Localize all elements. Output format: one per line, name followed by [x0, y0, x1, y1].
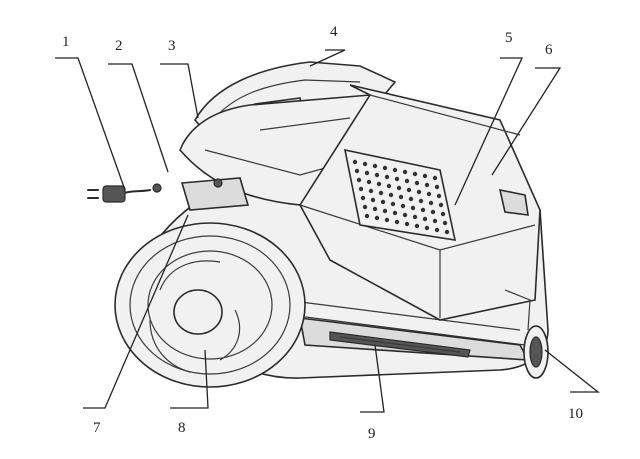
grille-dot — [376, 181, 382, 187]
grille-dot — [434, 184, 440, 190]
grille-dot — [404, 221, 410, 227]
grille-dot — [442, 220, 448, 226]
grille-dot — [414, 180, 420, 186]
grille-dot — [396, 185, 402, 191]
grille-dot — [392, 210, 398, 216]
callout-labels: 1 2 3 4 5 6 7 8 9 10 — [62, 24, 583, 442]
grille-dot — [364, 170, 370, 176]
grille-dot — [430, 209, 436, 215]
callout-9: 9 — [368, 426, 376, 442]
callout-5: 5 — [505, 30, 513, 46]
callout-8: 8 — [178, 420, 186, 436]
grille-dot — [412, 214, 418, 220]
grille-dot — [434, 227, 440, 233]
callout-2: 2 — [115, 38, 123, 54]
grille-dot — [366, 179, 372, 185]
grille-dot — [386, 183, 392, 189]
grille-dot — [378, 190, 384, 196]
grille-dot — [352, 159, 358, 165]
grille-dot — [424, 225, 430, 231]
callout-10: 10 — [568, 406, 583, 422]
grille-dot — [358, 186, 364, 192]
grille-dot — [374, 172, 380, 178]
grille-dot — [354, 168, 360, 174]
grille-dot — [420, 207, 426, 213]
grille-dot — [388, 192, 394, 198]
grille-dot — [384, 217, 390, 223]
grille-dot — [370, 197, 376, 203]
grille-dot — [362, 204, 368, 210]
filter-grille — [343, 148, 457, 241]
callout-7: 7 — [93, 420, 101, 436]
leader-lines — [55, 49, 600, 413]
rear-wheel — [114, 222, 306, 388]
power-plug-icon — [87, 183, 162, 203]
grille-dot — [400, 203, 406, 209]
grille-dot — [380, 199, 386, 205]
grille-dot — [382, 165, 388, 171]
grille-dot — [412, 171, 418, 177]
callout-4: 4 — [330, 24, 338, 40]
grille-dot — [360, 195, 366, 201]
grille-dot — [394, 176, 400, 182]
grille-dot — [372, 163, 378, 169]
grille-dot — [402, 169, 408, 175]
grille-dot — [362, 161, 368, 167]
grille-dot — [392, 167, 398, 173]
grille-dot — [406, 187, 412, 193]
grille-dot — [422, 173, 428, 179]
grille-dot — [356, 177, 362, 183]
grille-dot — [432, 175, 438, 181]
callout-6: 6 — [545, 42, 553, 58]
grille-dot — [382, 208, 388, 214]
grille-dot — [368, 188, 374, 194]
grille-dot — [414, 223, 420, 229]
grille-dot — [436, 193, 442, 199]
callout-3: 3 — [168, 38, 176, 54]
grille-dot — [422, 216, 428, 222]
callout-1: 1 — [62, 34, 70, 50]
grille-dot — [364, 213, 370, 219]
grille-dot — [418, 198, 424, 204]
grille-dot — [404, 178, 410, 184]
grille-dot — [390, 201, 396, 207]
grille-dot — [410, 205, 416, 211]
grille-dot — [402, 212, 408, 218]
grille-dot — [424, 182, 430, 188]
grille-dot — [384, 174, 390, 180]
grille-dot — [394, 219, 400, 225]
grille-dot — [372, 206, 378, 212]
grille-dot — [444, 229, 450, 235]
grille-dot — [398, 194, 404, 200]
grille-dot — [374, 215, 380, 221]
grille-dot — [428, 200, 434, 206]
grille-dot — [438, 202, 444, 208]
grille-dot — [408, 196, 414, 202]
grille-dot — [440, 211, 446, 217]
grille-dot — [416, 189, 422, 195]
front-plate — [180, 177, 250, 211]
grille-dot — [426, 191, 432, 197]
grille-dot — [432, 218, 438, 224]
